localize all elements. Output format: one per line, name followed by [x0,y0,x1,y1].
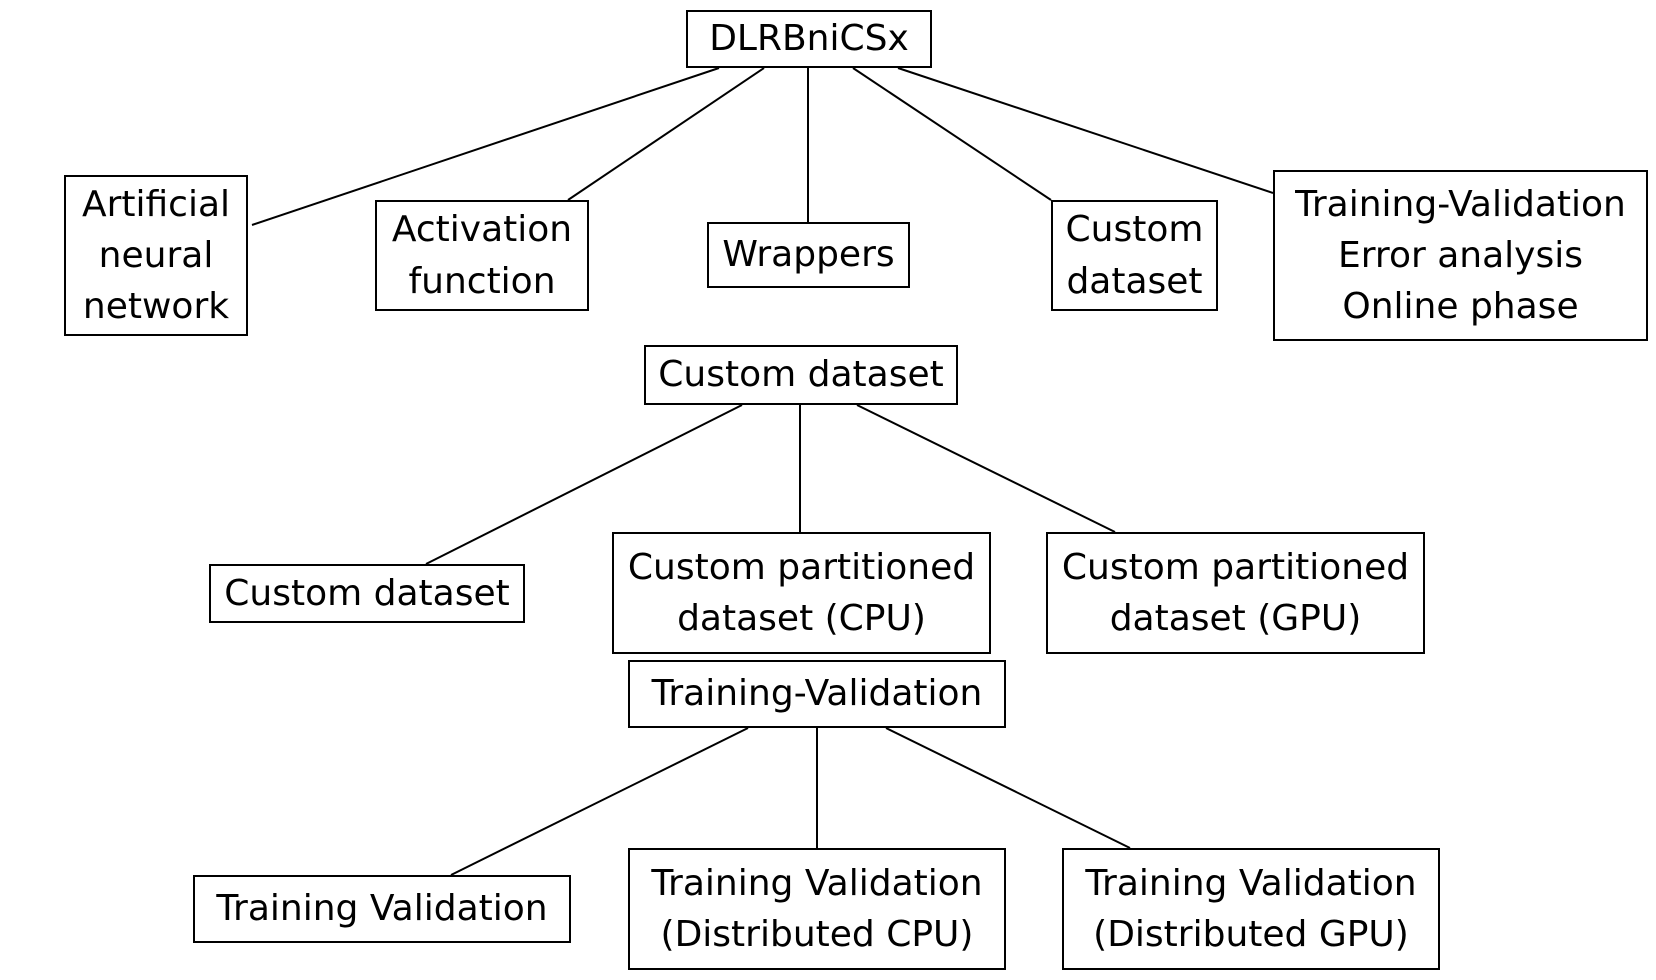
node-custom-dataset: Custom dataset [209,564,525,623]
node-artificial-neural-network: Artificial neural network [64,175,248,336]
node-training-validation-error-online: Training-Validation Error analysis Onlin… [1273,170,1648,341]
node-training-validation-distributed-gpu: Training Validation (Distributed GPU) [1062,848,1440,970]
node-activation-function: Activation function [375,200,589,311]
connector-line [450,727,749,876]
connector-line [425,404,743,565]
connector-line [251,67,720,226]
connector-line [852,67,1052,201]
connector-line [897,67,1274,194]
connector-line [567,67,765,201]
node-training-validation: Training Validation [193,875,571,943]
node-training-validation-distributed-cpu: Training Validation (Distributed CPU) [628,848,1006,970]
node-custom-dataset-root: Custom dataset [644,345,958,405]
node-custom-partitioned-dataset-cpu: Custom partitioned dataset (CPU) [612,532,991,654]
node-wrappers: Wrappers [707,222,910,288]
node-custom-partitioned-dataset-gpu: Custom partitioned dataset (GPU) [1046,532,1425,654]
node-training-validation-root: Training-Validation [628,660,1006,728]
connector-line [885,727,1131,849]
node-dlrbnicsx: DLRBniCSx [686,10,932,68]
node-custom-dataset-top: Custom dataset [1051,200,1218,311]
connector-line [856,404,1116,533]
